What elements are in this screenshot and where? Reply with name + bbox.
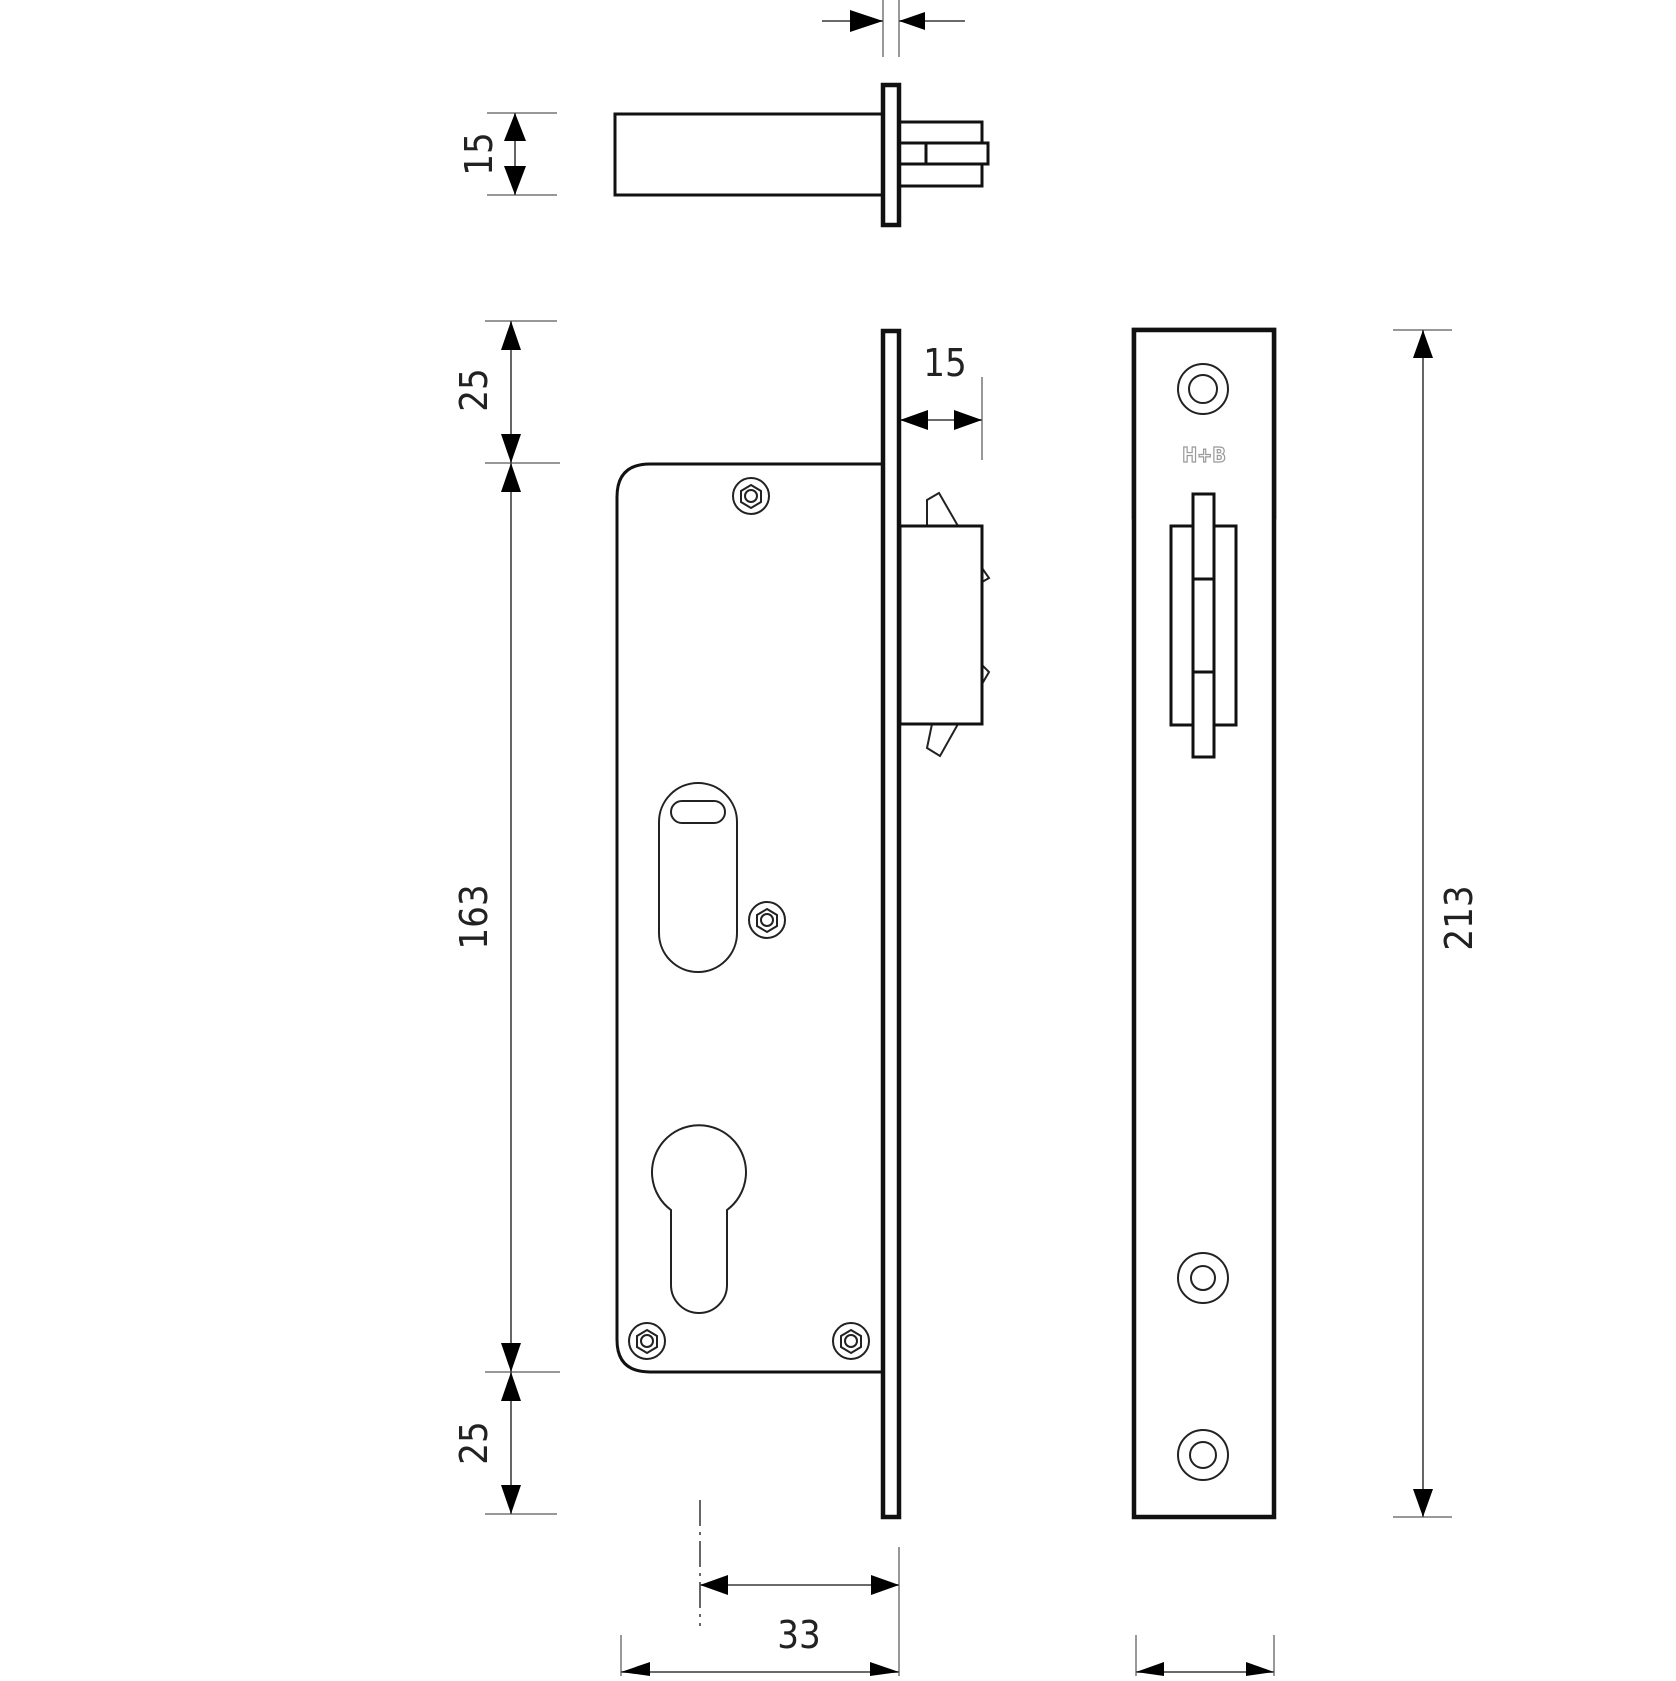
screw-icon — [748, 901, 786, 939]
mounting-hole-icon — [1177, 1429, 1229, 1481]
front-view: H+B 213 — [1131, 327, 1481, 1676]
dimension-label-bottom-offset: 25 — [452, 1421, 496, 1465]
key-oval — [658, 782, 738, 973]
dimension-faceplate-width — [1135, 1635, 1275, 1676]
side-view: 25 163 25 15 — [452, 320, 991, 1676]
dimension-faceplate-length: 213 — [1393, 329, 1481, 1518]
key-slot — [670, 800, 726, 824]
dimension-label: 15 — [923, 341, 967, 385]
latch-slot — [1169, 492, 1238, 759]
mounting-hole-icon — [1177, 1252, 1229, 1304]
side-faceplate — [880, 328, 902, 1520]
mounting-hole-icon — [1177, 363, 1229, 415]
dimension-label: 33 — [777, 1613, 821, 1657]
top-latch-bar — [897, 141, 990, 166]
side-latch-bolt — [898, 491, 991, 758]
screw-icon — [832, 1322, 870, 1360]
dimension-plate-thickness — [822, 0, 965, 57]
top-lock-body — [613, 112, 885, 197]
top-faceplate — [880, 82, 902, 228]
screw-icon — [628, 1322, 666, 1360]
dimension-backset: 33 — [699, 1500, 900, 1676]
dimension-chain-left: 25 163 25 — [452, 320, 560, 1515]
cylinder-hole — [651, 1124, 747, 1314]
top-view: 15 — [457, 0, 990, 228]
dimension-label: 213 — [1437, 885, 1481, 950]
dimension-label-body-height: 163 — [452, 884, 496, 949]
dimension-latch-projection: 15 — [900, 341, 983, 460]
dimension-label: 15 — [457, 132, 501, 176]
dimension-body-depth — [620, 1635, 899, 1676]
dimension-top-height: 15 — [457, 112, 557, 196]
screw-icon — [732, 477, 770, 515]
dimension-label-top-offset: 25 — [452, 368, 496, 412]
brand-mark: H+B — [1182, 443, 1226, 467]
